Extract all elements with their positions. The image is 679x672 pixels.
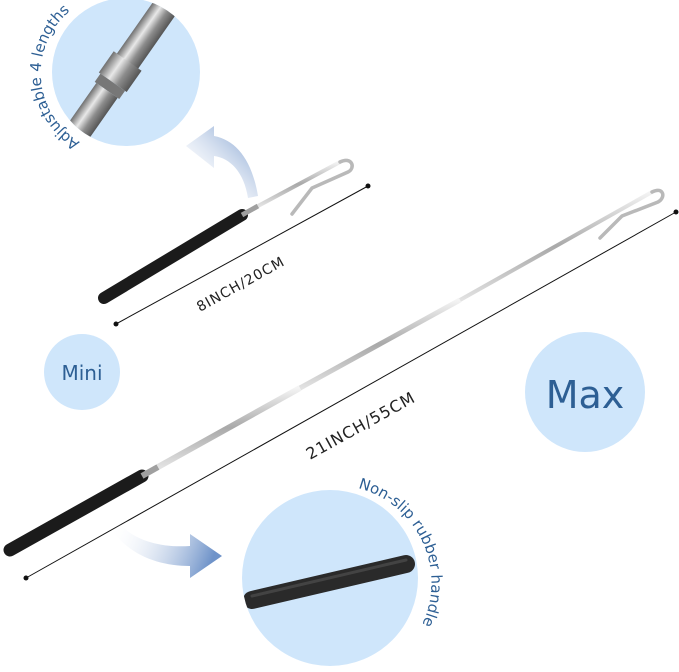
max-size-label: 21INCH/55CM <box>303 388 419 464</box>
zoom-circle-handle <box>242 490 418 666</box>
mini-dimension-line <box>113 183 371 327</box>
arrow-up-icon <box>186 126 258 198</box>
max-badge: Max <box>525 332 645 452</box>
max-hook-tool <box>3 188 665 557</box>
arrow-right-icon <box>112 524 222 578</box>
max-dimension-line <box>23 209 679 581</box>
mini-badge: Mini <box>44 334 120 410</box>
mini-label: Mini <box>61 361 102 385</box>
max-label: Max <box>546 373 625 417</box>
mini-hook-tool <box>98 158 354 304</box>
mini-size-label: 8INCH/20CM <box>194 254 288 316</box>
